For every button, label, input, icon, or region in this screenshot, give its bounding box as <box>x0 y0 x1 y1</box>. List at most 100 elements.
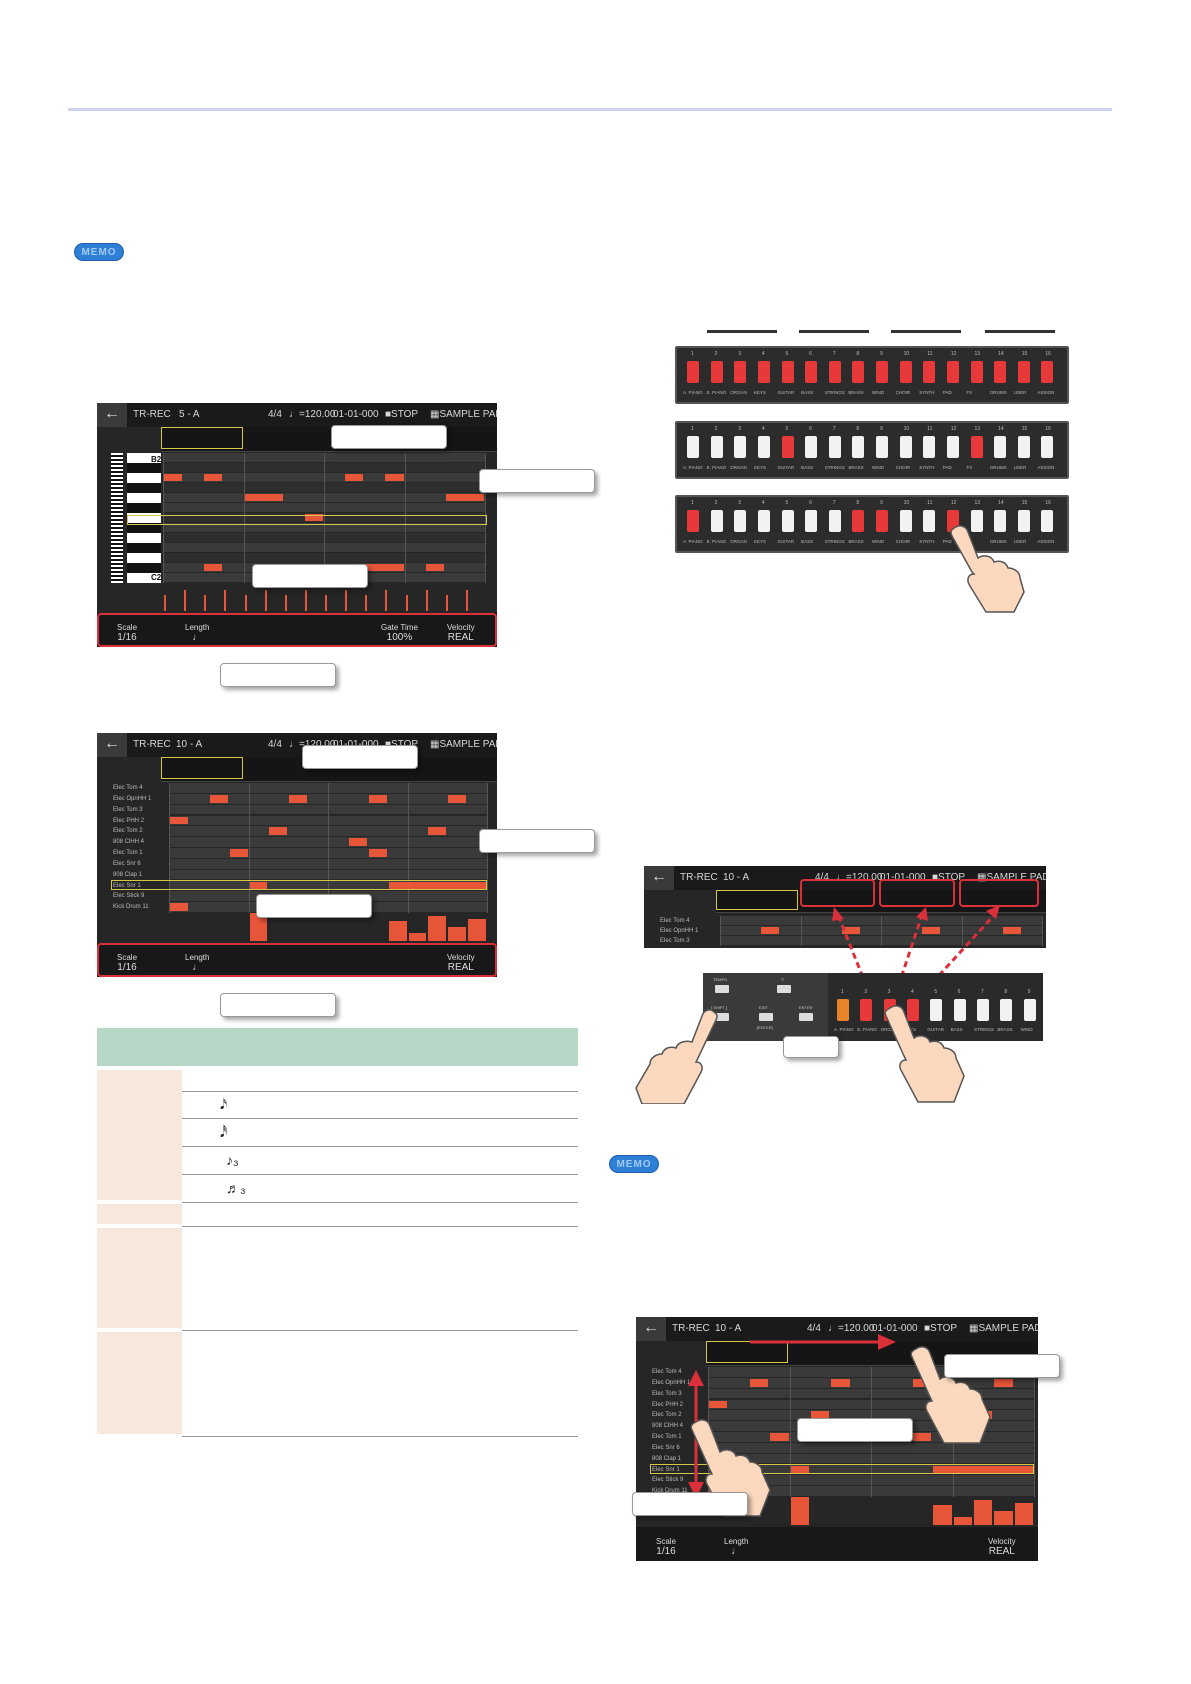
track-label[interactable]: Elec Tom 2 <box>113 828 143 835</box>
enter-button[interactable] <box>799 1013 813 1021</box>
pad-button[interactable] <box>1041 436 1054 458</box>
pad-button[interactable] <box>946 436 959 458</box>
track-list[interactable]: Elec Tom 4 Elec OpnHH 1 Elec Tom 3 Elec PHH… <box>650 1367 706 1497</box>
track-label[interactable]: Elec Snr 6 <box>113 860 141 867</box>
track-label[interactable]: Elec PHH 2 <box>652 1401 684 1408</box>
length-setting[interactable]: Length♩ <box>185 953 209 973</box>
note-cell[interactable] <box>388 881 486 890</box>
pad-button[interactable] <box>1017 436 1030 458</box>
back-arrow-icon[interactable]: ← <box>97 403 127 427</box>
note-cell[interactable] <box>790 1465 809 1474</box>
pad-button[interactable] <box>687 361 699 383</box>
pad-button[interactable] <box>1041 510 1054 532</box>
pad-button[interactable] <box>994 436 1007 458</box>
pad-button[interactable] <box>970 436 983 458</box>
pad-button[interactable] <box>876 361 888 383</box>
pad-button[interactable] <box>781 361 794 383</box>
note-cell[interactable] <box>164 474 183 481</box>
note-cell[interactable] <box>345 474 364 481</box>
note-cell[interactable] <box>770 1433 789 1441</box>
pad-button[interactable] <box>837 999 849 1021</box>
pad-button[interactable] <box>828 436 841 458</box>
track-label[interactable]: Elec OpnHH 1 <box>652 1379 691 1386</box>
velocity-lane[interactable] <box>169 913 487 941</box>
track-label[interactable]: 808 ClHH 4 <box>652 1423 684 1430</box>
note-cell[interactable] <box>428 827 447 836</box>
pad-button[interactable] <box>828 510 841 532</box>
pad-button[interactable] <box>876 436 888 458</box>
piano-keys[interactable] <box>127 453 161 583</box>
note-cell[interactable] <box>304 514 323 521</box>
down-button[interactable] <box>777 985 791 993</box>
track-label[interactable]: Kick Drum 11 <box>113 904 149 911</box>
length-setting[interactable]: Length♩ <box>724 1537 748 1557</box>
track-label[interactable]: 808 Clap 1 <box>113 871 143 878</box>
note-cell[interactable] <box>365 564 404 571</box>
velocity-lane[interactable] <box>708 1497 1034 1525</box>
pad-button[interactable] <box>994 361 1007 383</box>
track-label[interactable]: 808 Clap 1 <box>652 1455 682 1462</box>
track-list[interactable]: Elec Tom 4 Elec OpnHH 1 Elec Tom 3 <box>658 916 718 946</box>
length-setting[interactable]: Length♩ <box>185 623 209 643</box>
pad-button[interactable] <box>757 361 770 383</box>
pad-button[interactable] <box>828 361 841 383</box>
note-cell[interactable] <box>841 927 860 934</box>
track-label[interactable]: Elec Tom 4 <box>660 918 690 924</box>
track-label[interactable]: Elec Snr 1 <box>113 882 141 889</box>
track-label[interactable]: Elec Stick 9 <box>113 893 145 900</box>
note-cell[interactable] <box>385 474 404 481</box>
tempo-button[interactable] <box>715 985 729 993</box>
back-arrow-icon[interactable]: ← <box>644 866 674 890</box>
track-label[interactable]: Elec Tom 3 <box>660 938 690 944</box>
pad-button[interactable] <box>852 436 865 458</box>
step-grid[interactable] <box>720 916 1043 946</box>
note-cell[interactable] <box>170 816 188 825</box>
pad-button[interactable] <box>687 436 699 458</box>
note-cell[interactable] <box>170 903 188 911</box>
note-cell[interactable] <box>994 1378 1013 1387</box>
note-cell[interactable] <box>448 794 467 803</box>
note-cell[interactable] <box>289 794 308 803</box>
pad-button[interactable] <box>1000 999 1013 1021</box>
pad-button[interactable] <box>852 361 865 383</box>
pad-button[interactable] <box>781 510 794 532</box>
track-label[interactable]: Elec Tom 3 <box>652 1390 682 1397</box>
note-cell[interactable] <box>269 827 288 836</box>
track-label[interactable]: Elec Tom 4 <box>113 785 143 791</box>
pad-button[interactable] <box>946 361 959 383</box>
pad-button[interactable] <box>805 361 818 383</box>
velocity-lane[interactable] <box>163 585 485 611</box>
track-label[interactable]: Elec Tom 4 <box>652 1369 682 1375</box>
track-label[interactable]: 808 ClHH 4 <box>113 839 145 846</box>
note-cell[interactable] <box>709 1400 728 1409</box>
pad-button[interactable] <box>977 999 989 1021</box>
track-label[interactable]: Elec Snr 6 <box>652 1444 680 1451</box>
note-cell[interactable] <box>244 494 283 501</box>
note-cell[interactable] <box>761 927 780 934</box>
overview-window[interactable] <box>706 1341 788 1363</box>
note-cell[interactable] <box>368 794 387 803</box>
back-arrow-icon[interactable]: ← <box>97 733 127 757</box>
pad-button[interactable] <box>805 436 818 458</box>
pad-button[interactable] <box>1017 510 1030 532</box>
track-label[interactable]: Kick Drum 11 <box>652 1488 688 1494</box>
pad-button[interactable] <box>687 510 699 532</box>
note-cell[interactable] <box>209 794 228 803</box>
pad-button[interactable] <box>899 436 912 458</box>
pattern-overview[interactable] <box>716 890 1046 913</box>
track-label[interactable]: Elec OpnHH 1 <box>660 928 699 934</box>
overview-window[interactable] <box>716 890 798 910</box>
pad-button[interactable] <box>710 510 723 532</box>
pad-button[interactable] <box>1041 361 1054 383</box>
note-cell[interactable] <box>348 838 367 846</box>
note-cell[interactable] <box>445 494 484 501</box>
note-cell[interactable] <box>368 849 387 857</box>
pad-button[interactable] <box>907 999 919 1021</box>
note-cell[interactable] <box>249 881 268 890</box>
overview-window[interactable] <box>161 427 243 449</box>
